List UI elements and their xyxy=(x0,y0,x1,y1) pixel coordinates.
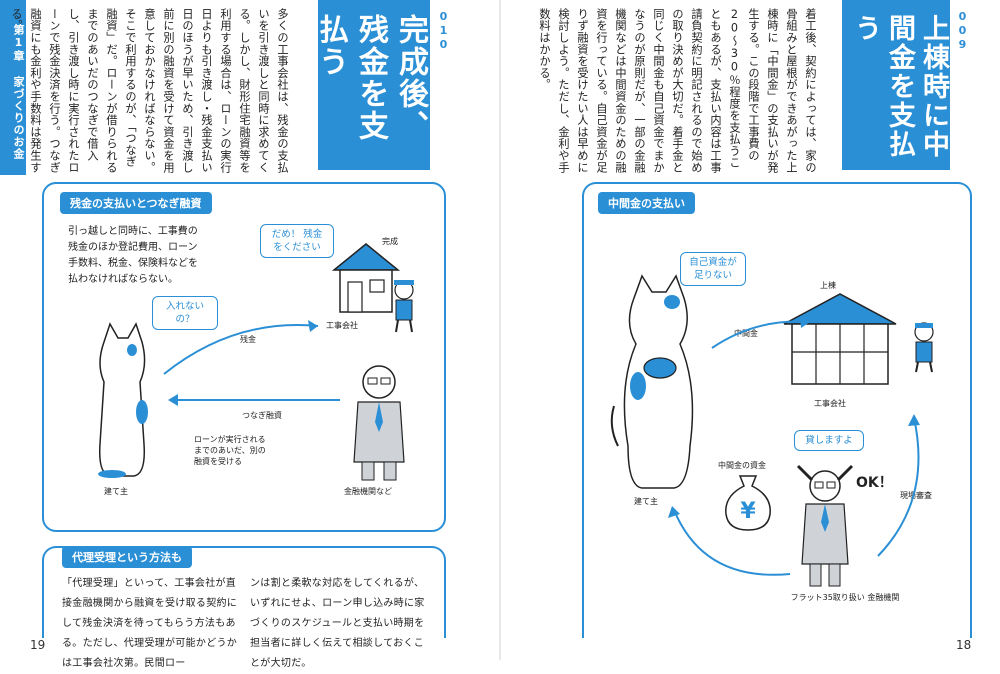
label-tsunagi: つなぎ融資 xyxy=(242,411,282,420)
banker-cat-ok-illustration xyxy=(796,464,854,587)
left-page-number: 19 xyxy=(30,638,46,652)
frame-house-illustration xyxy=(783,293,897,385)
panel-dairi-col2: ンは割と柔軟な対応をしてくれるが、いずれにせよ、ローン申し込み時に家づくりのスケ… xyxy=(250,578,425,669)
panel-dairi-col1: 「代理受理」といって、工事会社が直接金融機関から融資を受け取る契約にして残金決済… xyxy=(62,578,238,669)
note-loan: ローンが実行される までのあいだ、別の 融資を受ける xyxy=(194,435,266,466)
left-title-box: 完成後、残金を支払う xyxy=(313,0,430,170)
house-illustration xyxy=(331,243,401,313)
book-gutter xyxy=(499,0,501,660)
label-chukan: 中間金 xyxy=(734,329,758,338)
label-koji-right: 工事会社 xyxy=(814,399,846,408)
left-page: 第1章 家づくりのお金 多くの工事会社は、残金の支払いを引き渡しと同時に求めてく… xyxy=(0,0,500,669)
bubble-ireru: 入れないの？ xyxy=(152,296,218,330)
homeowner-cat-bowl-illustration xyxy=(610,274,694,489)
arrow-chukan xyxy=(711,316,811,349)
bubble-dame: だめ！ 残金をください xyxy=(260,224,334,258)
banker-cat-illustration xyxy=(353,365,405,481)
label-kinyu-left: 金融機関など xyxy=(344,487,392,496)
right-body-text: 着工後、契約によっては、家の骨組みと屋根ができあがった上棟時に「中間金」の支払い… xyxy=(538,8,817,174)
label-joto: 上棟 xyxy=(820,281,836,290)
right-title-box: 上棟時に中間金を支払う xyxy=(842,0,950,170)
homeowner-cat-illustration xyxy=(98,322,148,478)
worker-cat-right-illustration xyxy=(914,322,934,373)
panel-tsunagi-tag: 残金の支払いとつなぎ融資 xyxy=(60,192,212,214)
label-zankin: 残金 xyxy=(240,335,256,344)
panel-dairi: 代理受理という方法も 「代理受理」といって、工事会社が直接金融機関から融資を受け… xyxy=(42,546,446,669)
arrow-shinsa xyxy=(877,414,920,557)
panel-chukan-tag: 中間金の支払い xyxy=(598,192,695,214)
arrow-tsunagi xyxy=(168,394,340,406)
label-kinyu-right: フラット35取り扱い 金融機関 xyxy=(790,593,900,602)
right-page: 着工後、契約によっては、家の骨組みと屋根ができあがった上棟時に「中間金」の支払い… xyxy=(500,0,1000,660)
panel-tsunagi-note: 引っ越しと同時に、工事費の残金のほか登記費用、ローン手数料、税金、保険料などを払… xyxy=(68,226,198,285)
label-ok: OK！ xyxy=(856,475,893,491)
label-kansei: 完成 xyxy=(382,237,398,246)
label-shinsa: 現場審査 xyxy=(900,491,932,500)
money-bag-illustration: ¥ xyxy=(725,475,771,531)
label-tateshu-right: 建て主 xyxy=(634,497,658,506)
panel-dairi-tag: 代理受理という方法も xyxy=(62,546,192,568)
panel-chukan: 中間金の支払い 自己資金が 足りない 貸しますよ 上棟 中間金 工事会社 建て主… xyxy=(582,182,972,638)
yen-icon: ¥ xyxy=(740,499,756,524)
left-section-number: 010 xyxy=(437,10,450,52)
label-koji-left: 工事会社 xyxy=(326,321,358,330)
right-page-number: 18 xyxy=(956,638,972,652)
left-title: 完成後、残金を支払う xyxy=(313,14,428,142)
right-section-number: 009 xyxy=(956,10,969,52)
chapter-tab: 第1章 家づくりのお金 xyxy=(0,0,26,175)
panel-tsunagi: 残金の支払いとつなぎ融資 引っ越しと同時に、工事費の残金のほか登記費用、ローン手… xyxy=(42,182,446,532)
left-body-text: 多くの工事会社は、残金の支払いを引き渡しと同時に求めてくる。しかし、財形住宅融資… xyxy=(10,8,289,174)
right-title: 上棟時に中間金を支払う xyxy=(850,14,949,159)
label-tateshu-left: 建て主 xyxy=(104,487,128,496)
arrow-loan xyxy=(668,506,791,576)
label-chukan-shikin: 中間金の資金 xyxy=(718,461,766,470)
arrow-zankin xyxy=(163,320,319,375)
bubble-jiko: 自己資金が 足りない xyxy=(680,252,746,286)
worker-cat-illustration xyxy=(394,280,414,333)
bubble-kashi: 貸しますよ xyxy=(794,430,864,451)
